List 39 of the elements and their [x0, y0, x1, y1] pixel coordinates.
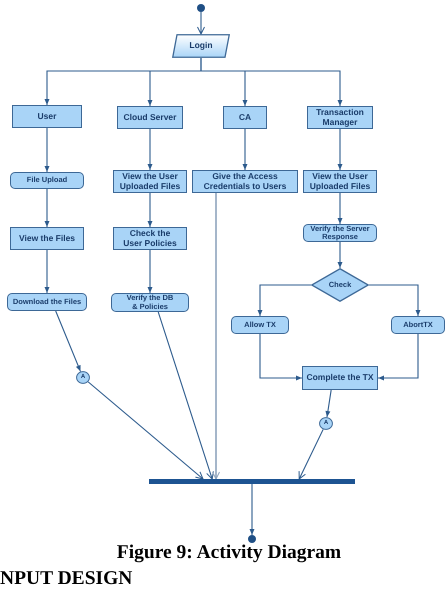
- arrow: [259, 334, 302, 380]
- arrow: [212, 193, 220, 480]
- arrow: [197, 12, 205, 34]
- arrow: [200, 58, 342, 106]
- process-box: User: [12, 105, 82, 128]
- arrow: [338, 242, 342, 268]
- end-node: [248, 535, 256, 543]
- parallelogram-node: Login: [172, 34, 230, 58]
- arrow: [338, 129, 342, 170]
- join-bar: [149, 479, 355, 484]
- figure-caption: Figure 9: Activity Diagram: [116, 542, 342, 564]
- process-box: Cloud Server: [117, 106, 183, 129]
- arrow: [44, 250, 50, 293]
- arrow: [148, 193, 152, 227]
- arrow: [338, 193, 342, 224]
- arrow: [55, 310, 82, 372]
- arrow: [88, 381, 204, 480]
- arrow: [44, 189, 50, 227]
- process-box: Check the User Policies: [113, 227, 187, 250]
- process-box: View the User Uploaded Files: [113, 170, 187, 193]
- process-box: CA: [223, 106, 267, 129]
- arrow: [325, 390, 332, 418]
- arrow: [250, 484, 254, 535]
- arrow: [44, 128, 50, 172]
- arrow: [148, 250, 152, 293]
- process-box: Complete the TX: [302, 366, 378, 390]
- arrow: [369, 284, 420, 316]
- arrow: [158, 312, 214, 480]
- section-heading: NPUT DESIGN: [0, 568, 132, 590]
- process-box: Give the Access Credentials to Users: [192, 170, 298, 193]
- arrow: [258, 284, 311, 316]
- start-node: [197, 4, 205, 12]
- process-box: Transaction Manager: [307, 106, 373, 129]
- process-box: View the Files: [10, 227, 84, 250]
- arrow: [298, 429, 324, 480]
- process-box: View the User Uploaded Files: [303, 170, 377, 193]
- arrow: [148, 129, 152, 170]
- arrow: [242, 129, 248, 170]
- arrow: [378, 334, 419, 380]
